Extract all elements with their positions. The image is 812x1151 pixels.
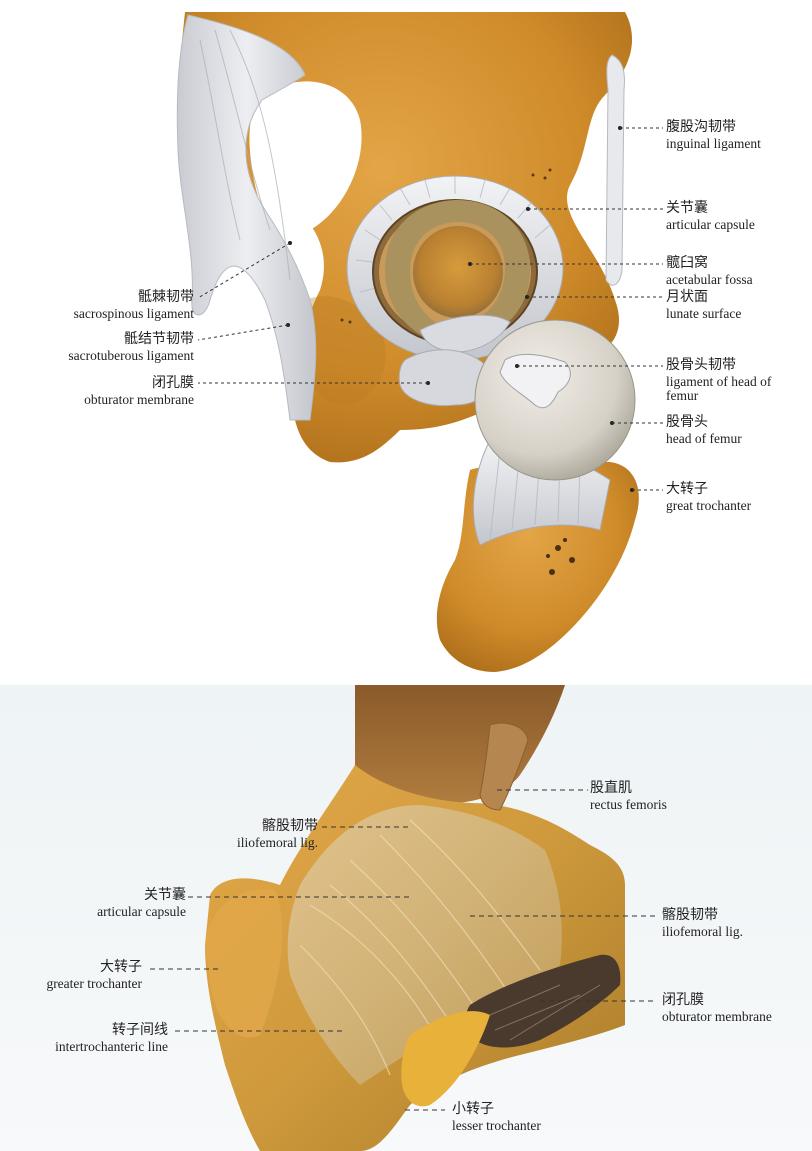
acetabular-fossa (413, 226, 503, 318)
ischium-photo (401, 1011, 490, 1107)
label-great-trochanter: 大转子 great trochanter (666, 481, 752, 513)
label-head-of-femur: 股骨头 head of femur (666, 414, 742, 446)
lunate-surface (385, 200, 530, 340)
label-greater-trochanter: 大转子 greater trochanter (46, 959, 142, 991)
label-acetabular-fossa: 髋臼窝 acetabular fossa (666, 255, 753, 287)
label-obturator-membrane-top: 闭孔膜 obturator membrane (84, 375, 194, 407)
sacral-ligaments (176, 14, 317, 421)
label-sacrospinous-ligament: 骶棘韧带 sacrospinous ligament (73, 289, 194, 321)
head-of-femur (474, 319, 636, 481)
greater-trochanter-photo (205, 889, 283, 1038)
bottom-leader-lines (150, 789, 655, 1111)
label-obturator-membrane-bottom: 闭孔膜 obturator membrane (662, 992, 772, 1024)
hip-joint-illustration (176, 12, 663, 672)
label-articular-capsule-bottom: 关节囊 articular capsule (97, 887, 186, 919)
label-iliofemoral-lig-left: 髂股韧带 iliofemoral lig. (237, 818, 318, 850)
label-iliofemoral-lig-right: 髂股韧带 iliofemoral lig. (662, 907, 743, 939)
bottom-photo-panel: 股直肌 rectus femoris 髂股韧带 iliofemoral lig.… (0, 685, 812, 1151)
top-leader-lines (197, 126, 663, 492)
rectus-femoris-photo (479, 722, 529, 811)
label-lunate-surface: 月状面 lunate surface (666, 289, 742, 321)
label-inguinal-ligament: 腹股沟韧带 inguinal ligament (666, 119, 761, 151)
obturator-membrane (398, 349, 492, 407)
label-sacrotuberous-ligament: 骶结节韧带 sacrotuberous ligament (68, 331, 194, 363)
label-rectus-femoris: 股直肌 rectus femoris (590, 780, 667, 812)
top-illustration-panel: 腹股沟韧带 inguinal ligament 关节囊 articular ca… (68, 12, 772, 672)
label-intertrochanteric-line: 转子间线 intertrochanteric line (55, 1022, 168, 1054)
hip-joint-photo (150, 685, 655, 1151)
label-lesser-trochanter: 小转子 lesser trochanter (452, 1101, 541, 1133)
transverse-ligament (419, 314, 511, 353)
label-ligament-of-head-of-femur: 股骨头韧带 ligament of head of femur (666, 357, 772, 404)
label-articular-capsule: 关节囊 articular capsule (666, 200, 755, 232)
inguinal-ligament (605, 54, 625, 286)
greater-sciatic-notch (249, 81, 362, 233)
